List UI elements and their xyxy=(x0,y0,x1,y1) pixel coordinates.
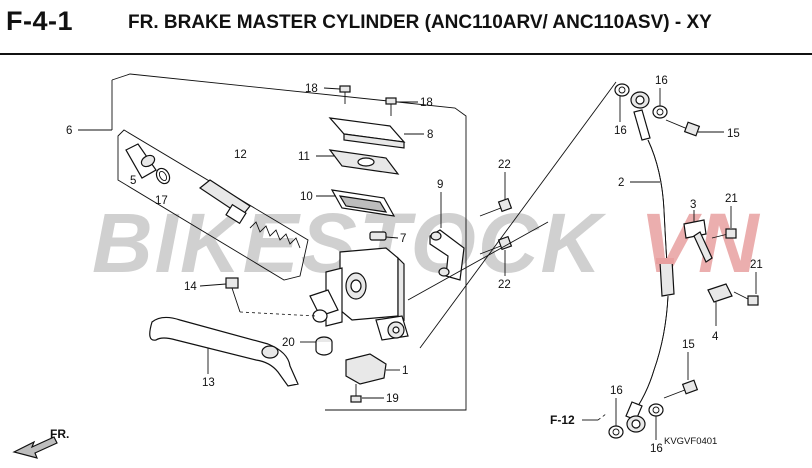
part-13-brake-lever[interactable] xyxy=(149,316,299,387)
callout-2: 2 xyxy=(618,177,624,189)
part-3-hose-clamp[interactable] xyxy=(683,219,713,263)
part-7-float[interactable] xyxy=(369,231,387,241)
part-22-bolt-upper[interactable] xyxy=(479,197,513,217)
part-15-oil-bolt-upper[interactable] xyxy=(665,119,701,137)
part-4-hose-holder[interactable] xyxy=(707,283,733,303)
part-16-sealing-washer-bottom-right[interactable] xyxy=(648,403,664,417)
diagram-title: FR. BRAKE MASTER CYLINDER (ANC110ARV/ AN… xyxy=(128,12,712,33)
part-20-collar[interactable] xyxy=(315,336,333,356)
pivot-axis-line xyxy=(239,311,317,317)
callout-19: 19 xyxy=(386,393,399,405)
callout-5: 5 xyxy=(130,175,136,187)
watermark: BIKESTOCK VN xyxy=(92,196,759,290)
front-direction-arrow-icon xyxy=(12,436,58,459)
part-16-sealing-washer-top-left[interactable] xyxy=(614,83,630,97)
part-1-stop-switch[interactable] xyxy=(345,353,387,385)
callout-18-left: 18 xyxy=(305,83,318,95)
callout-8: 8 xyxy=(427,129,433,141)
callout-12: 12 xyxy=(234,149,247,161)
callout-3: 3 xyxy=(690,199,696,211)
callout-14: 14 xyxy=(184,281,197,293)
callout-15-upper: 15 xyxy=(727,128,740,140)
part-12-spring[interactable] xyxy=(249,221,301,249)
callout-11: 11 xyxy=(298,151,310,163)
callout-18-right: 18 xyxy=(420,97,433,109)
callout-9: 9 xyxy=(437,179,443,191)
leader-18a xyxy=(323,87,341,90)
leader-14 xyxy=(199,283,227,287)
leader-7 xyxy=(385,236,399,239)
part-10-diaphragm[interactable] xyxy=(330,189,396,217)
part-16-sealing-washer-bottom-left[interactable] xyxy=(608,425,624,439)
callout-13: 13 xyxy=(202,377,215,389)
part-11-diaphragm-plate[interactable] xyxy=(328,149,400,175)
callout-16-top-right: 16 xyxy=(655,75,668,87)
part-21-bolt-lower[interactable] xyxy=(733,291,759,306)
callout-21-upper: 21 xyxy=(725,193,738,205)
callout-7: 7 xyxy=(400,233,406,245)
part-master-cylinder-body[interactable] xyxy=(309,247,409,341)
part-12-piston[interactable] xyxy=(198,179,251,225)
guide-line-lower xyxy=(407,221,549,301)
hose-marking-band xyxy=(656,258,674,264)
guide-line-upper xyxy=(419,81,617,349)
callout-16-top-left: 16 xyxy=(614,125,627,137)
part-9-holder[interactable] xyxy=(429,229,465,281)
part-17-circlip[interactable] xyxy=(154,166,172,186)
front-direction-label: FR. xyxy=(50,427,69,441)
part-5-boot[interactable] xyxy=(125,143,157,179)
callout-17: 17 xyxy=(155,195,168,207)
header-divider xyxy=(0,53,812,55)
callout-21-lower: 21 xyxy=(750,259,763,271)
callout-1: 1 xyxy=(402,365,408,377)
part-8-reservoir-cap[interactable] xyxy=(328,117,406,149)
piston-kit-boundary xyxy=(117,129,309,281)
callout-16-bottom-right: 16 xyxy=(650,443,663,455)
callout-15-lower: 15 xyxy=(682,339,695,351)
part-15-oil-bolt-lower[interactable] xyxy=(663,379,699,399)
callout-20: 20 xyxy=(282,337,295,349)
callout-4: 4 xyxy=(712,331,719,343)
callout-22-lower: 22 xyxy=(498,279,511,291)
part-18-screw-right[interactable] xyxy=(385,97,397,116)
callout-6: 6 xyxy=(66,125,72,137)
diagram-code-heading: F-4-1 xyxy=(6,6,74,36)
diagram-reference-code: KVGVF0401 xyxy=(664,436,717,447)
part-16-sealing-washer-top-right[interactable] xyxy=(652,105,668,119)
reference-dashed-line xyxy=(597,413,607,421)
part-18-screw-left[interactable] xyxy=(339,85,351,104)
reference-f12-link[interactable]: F-12 xyxy=(550,413,575,427)
assembly-boundary-line xyxy=(111,73,467,411)
callout-22-upper: 22 xyxy=(498,159,511,171)
callout-16-bottom-left: 16 xyxy=(610,385,623,397)
callout-10: 10 xyxy=(300,191,313,203)
part-21-bolt-upper[interactable] xyxy=(711,228,737,239)
part-19-screw[interactable] xyxy=(350,384,362,403)
part-14-pivot-bolt[interactable] xyxy=(225,277,241,313)
